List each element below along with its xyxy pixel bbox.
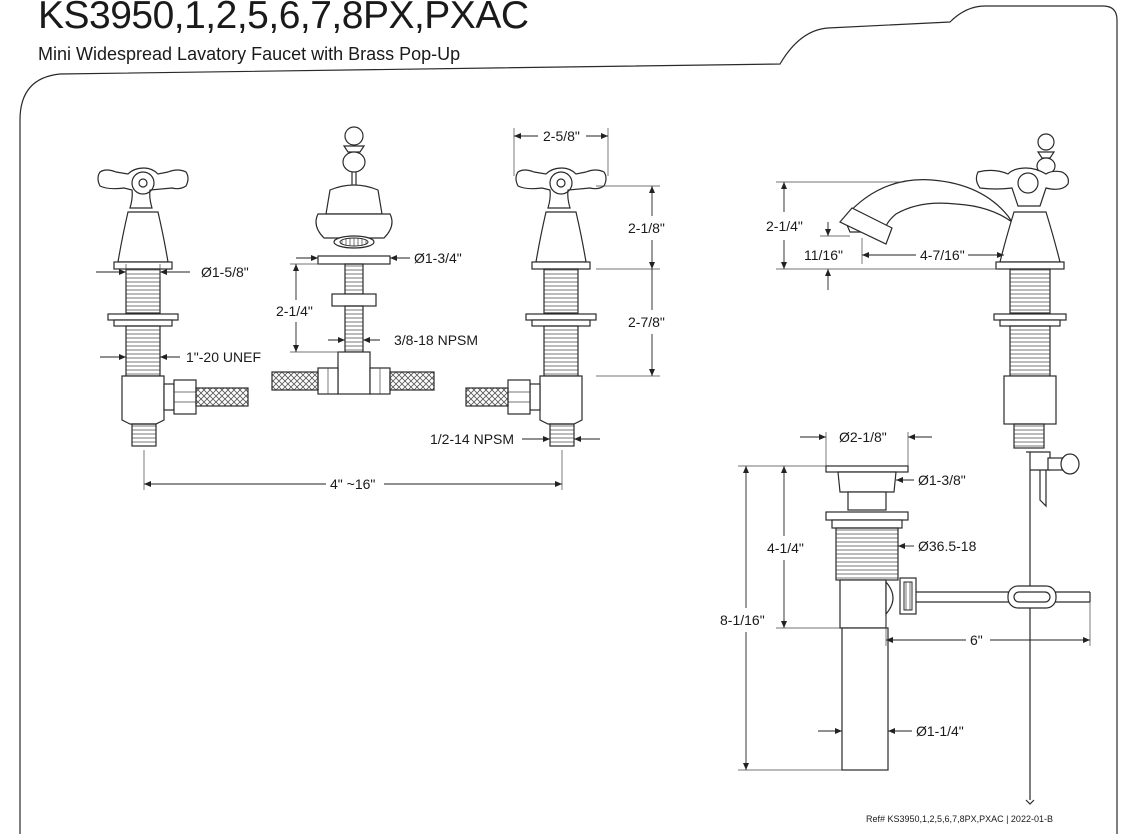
left-cross-handle bbox=[97, 167, 189, 209]
dim-handle-shank-length: 2-7/8" bbox=[628, 314, 665, 330]
center-spout-front bbox=[271, 126, 435, 395]
dim-handle-thread: 1"-20 UNEF bbox=[186, 349, 261, 365]
dim-handle-height: 2-1/8" bbox=[628, 220, 665, 236]
right-cross-handle bbox=[515, 167, 607, 209]
right-handle-valve bbox=[465, 167, 607, 447]
side-view-faucet bbox=[839, 133, 1069, 449]
left-handle-valve bbox=[97, 167, 249, 447]
dim-spout-reach: 4-7/16" bbox=[920, 247, 965, 263]
dim-drain-body-length: 4-1/4" bbox=[767, 540, 804, 556]
dim-drain-total-length: 8-1/16" bbox=[720, 612, 765, 628]
page-frame bbox=[19, 5, 1118, 834]
dimension-lines bbox=[96, 128, 1091, 771]
dim-spout-thread: 3/8-18 NPSM bbox=[394, 332, 478, 348]
dim-pivot-rod-length: 6" bbox=[970, 632, 983, 648]
dim-spout-outlet-height: 11/16" bbox=[804, 247, 843, 263]
dim-spout-shank-length: 2-1/4" bbox=[276, 303, 313, 319]
lift-rod bbox=[1025, 451, 1080, 805]
dim-handle-shank-dia: Ø1-5/8" bbox=[201, 264, 249, 280]
page-subtitle: Mini Widespread Lavatory Faucet with Bra… bbox=[38, 44, 461, 64]
dim-drain-thread: Ø36.5-18 bbox=[918, 538, 977, 554]
page-title: KS3950,1,2,5,6,7,8PX,PXAC bbox=[38, 0, 529, 37]
dim-spout-base-dia: Ø1-3/4" bbox=[414, 250, 462, 266]
dim-spout-height: 2-1/4" bbox=[766, 218, 803, 234]
dim-handle-width: 2-5/8" bbox=[543, 128, 580, 144]
dim-spread: 4" ~16" bbox=[330, 476, 375, 492]
dim-drain-flange-dia: Ø2-1/8" bbox=[839, 429, 887, 445]
reference-footer: Ref# KS3950,1,2,5,6,7,8PX,PXAC | 2022-01… bbox=[866, 814, 1053, 824]
dim-drain-cap-dia: Ø1-3/8" bbox=[918, 472, 966, 488]
dim-tailpiece-dia: Ø1-1/4" bbox=[916, 723, 964, 739]
dim-inlet-thread: 1/2-14 NPSM bbox=[430, 431, 514, 447]
pop-up-drain bbox=[825, 465, 1091, 771]
